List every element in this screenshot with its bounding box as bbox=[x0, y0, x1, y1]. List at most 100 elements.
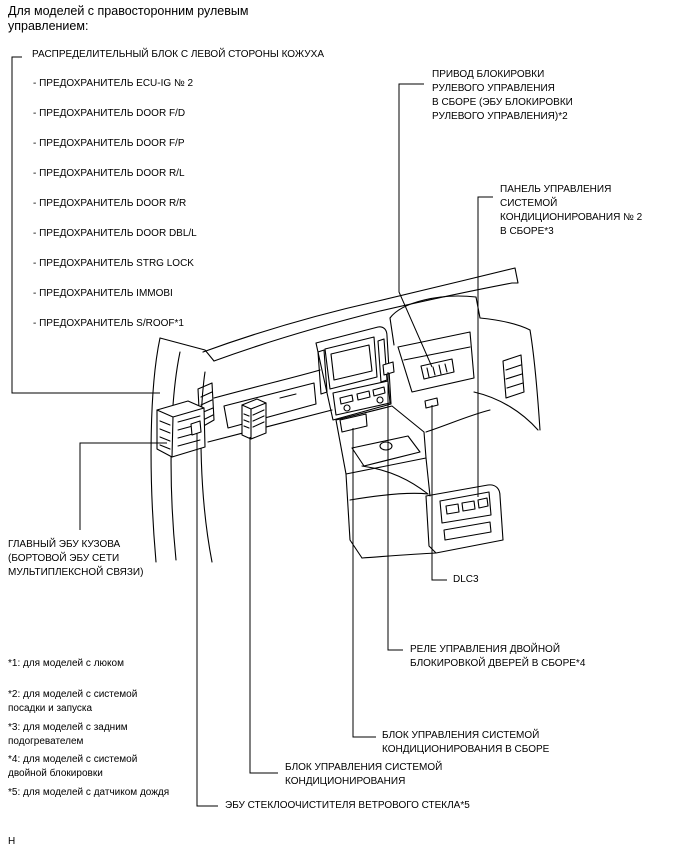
dash-face-line bbox=[213, 369, 321, 399]
leader-lines bbox=[11, 56, 493, 807]
center-right-vent bbox=[377, 338, 388, 383]
figure-code: H bbox=[8, 836, 16, 847]
ac-control-panel bbox=[332, 380, 391, 416]
ac-control-assembly-part bbox=[339, 413, 368, 433]
footnote: *4: для моделей с системой двойной блоки… bbox=[8, 753, 137, 781]
leader-line-ac-control-unit bbox=[249, 437, 278, 774]
footnote: *3: для моделей с задним подогревателем bbox=[8, 721, 128, 749]
instrument-cluster-hood bbox=[389, 295, 481, 319]
ac-unit-hatching bbox=[243, 409, 265, 429]
footnote-line: *5: для моделей с датчиком дождя bbox=[8, 787, 170, 798]
left-door-edge bbox=[200, 371, 213, 563]
dash-lower-edge-right bbox=[425, 409, 491, 433]
wiper-ecu-label: ЭБУ СТЕКЛООЧИСТИТЕЛЯ ВЕТРОВОГО СТЕКЛА*5 bbox=[225, 800, 470, 811]
right-dash-top bbox=[479, 317, 531, 331]
label-line: РУЛЕВОГО УПРАВЛЕНИЯ bbox=[432, 83, 555, 94]
console-lower-edge bbox=[361, 552, 437, 559]
junction-block-edges bbox=[156, 407, 205, 458]
main-body-ecu-label: ГЛАВНЫЙ ЭБУ КУЗОВА (БОРТОВОЙ ЭБУ СЕТИ МУ… bbox=[8, 538, 143, 580]
leader-line-junction-block bbox=[11, 56, 160, 394]
ac-knob-right bbox=[376, 396, 384, 404]
label-line: РУЛЕВОГО УПРАВЛЕНИЯ)*2 bbox=[432, 111, 568, 122]
footnote-line: *1: для моделей с люком bbox=[8, 658, 124, 669]
leader-line-steering-lock bbox=[398, 83, 433, 368]
double-lock-relay-label: РЕЛЕ УПРАВЛЕНИЯ ДВОЙНОЙ БЛОКИРОВКОЙ ДВЕР… bbox=[410, 643, 585, 671]
steering-column-line bbox=[403, 346, 471, 361]
glovebox-handle bbox=[279, 393, 297, 399]
label-line: БЛОК УПРАВЛЕНИЯ СИСТЕМОЙ bbox=[285, 762, 443, 773]
ac-control-buttons bbox=[339, 386, 386, 405]
display-screen bbox=[330, 344, 373, 381]
rear-ac-panel bbox=[439, 491, 492, 524]
left-air-vent-slats bbox=[200, 391, 214, 422]
rear-air-vent bbox=[443, 521, 492, 541]
fuse-list: - ПРЕДОХРАНИТЕЛЬ ECU-IG № 2 - ПРЕДОХРАНИ… bbox=[33, 77, 197, 347]
dash-right-end bbox=[511, 267, 519, 284]
ac-knob-left bbox=[343, 404, 351, 412]
dlc3-label: DLC3 bbox=[453, 574, 479, 585]
label-line: В СБОРЕ*3 bbox=[500, 226, 554, 237]
ac-control-assembly-label: БЛОК УПРАВЛЕНИЯ СИСТЕМОЙ КОНДИЦИОНИРОВАН… bbox=[382, 729, 549, 757]
fuse-item: - ПРЕДОХРАНИТЕЛЬ DOOR F/P bbox=[33, 138, 185, 149]
rear-ac-panel-buttons bbox=[445, 497, 489, 515]
label-line: ПРИВОД БЛОКИРОВКИ bbox=[432, 69, 545, 80]
fuse-item: - ПРЕДОХРАНИТЕЛЬ DOOR F/D bbox=[33, 108, 186, 119]
junction-block-title: РАСПРЕДЕЛИТЕЛЬНЫЙ БЛОК С ЛЕВОЙ СТОРОНЫ К… bbox=[32, 49, 324, 60]
label-line: МУЛЬТИПЛЕКСНОЙ СВЯЗИ) bbox=[8, 567, 144, 578]
page-heading: Для моделей с правосторонним рулевым упр… bbox=[8, 4, 248, 34]
center-stack bbox=[315, 326, 392, 421]
dashboard-illustration bbox=[150, 267, 541, 563]
wiper-ecu-part bbox=[190, 420, 202, 436]
instrument-hood-side bbox=[389, 317, 395, 346]
right-door-edge bbox=[529, 329, 541, 431]
footnote-line: *4: для моделей с системой bbox=[8, 754, 138, 765]
ac-unit-edges bbox=[241, 402, 267, 440]
rear-ac-panel-label: ПАНЕЛЬ УПРАВЛЕНИЯ СИСТЕМОЙ КОНДИЦИОНИРОВ… bbox=[500, 183, 642, 239]
footnote: *1: для моделей с люком bbox=[8, 657, 124, 671]
page-heading-line: Для моделей с правосторонним рулевым bbox=[8, 4, 249, 18]
dlc3-connector bbox=[424, 397, 439, 409]
console-top-edge bbox=[361, 465, 429, 495]
ac-control-unit-part bbox=[241, 398, 267, 440]
label-line: РЕЛЕ УПРАВЛЕНИЯ ДВОЙНОЙ bbox=[410, 644, 561, 655]
label-line: В СБОРЕ (ЭБУ БЛОКИРОВКИ bbox=[432, 97, 573, 108]
label-line: ПАНЕЛЬ УПРАВЛЕНИЯ bbox=[500, 184, 612, 195]
page-heading-line: управлением: bbox=[8, 19, 89, 33]
footnote-line: подогревателем bbox=[8, 736, 84, 747]
dash-lower-edge bbox=[207, 409, 333, 443]
left-pillar-outer bbox=[150, 337, 161, 563]
label-line: СИСТЕМОЙ bbox=[500, 198, 558, 209]
fuse-item: - ПРЕДОХРАНИТЕЛЬ DOOR R/R bbox=[33, 198, 187, 209]
fuse-item: - ПРЕДОХРАНИТЕЛЬ S/ROOF*1 bbox=[33, 318, 184, 329]
shift-knob bbox=[379, 441, 393, 451]
ac-unit-body bbox=[241, 398, 267, 440]
fuse-item: - ПРЕДОХРАНИТЕЛЬ DOOR DBL/L bbox=[33, 228, 197, 239]
steering-lock-hatching bbox=[426, 363, 448, 378]
windshield-base-line bbox=[202, 267, 516, 353]
glovebox bbox=[223, 382, 317, 429]
left-pillar-top bbox=[159, 337, 215, 362]
leader-line-wiper-ecu bbox=[196, 433, 218, 807]
footnote-line: *2: для моделей с системой bbox=[8, 689, 138, 700]
rear-console-box bbox=[425, 484, 504, 554]
fuse-item: - ПРЕДОХРАНИТЕЛЬ ECU-IG № 2 bbox=[33, 78, 194, 89]
footnote: *2: для моделей с системой посадки и зап… bbox=[8, 688, 137, 716]
label-line: ГЛАВНЫЙ ЭБУ КУЗОВА bbox=[8, 539, 121, 550]
instrument-panel-junction-block bbox=[156, 400, 206, 458]
label-line: КОНДИЦИОНИРОВАНИЯ В СБОРЕ bbox=[382, 744, 550, 755]
label-line: (БОРТОВОЙ ЭБУ СЕТИ bbox=[8, 553, 120, 564]
label-line: БЛОКИРОВКОЙ ДВЕРЕЙ В СБОРЕ*4 bbox=[410, 658, 586, 669]
right-air-vent bbox=[502, 354, 525, 399]
fuse-item: - ПРЕДОХРАНИТЕЛЬ STRG LOCK bbox=[33, 258, 194, 269]
label-line: КОНДИЦИОНИРОВАНИЯ № 2 bbox=[500, 212, 643, 223]
dash-top-edge bbox=[213, 282, 513, 362]
steering-lock-label: ПРИВОД БЛОКИРОВКИ РУЛЕВОГО УПРАВЛЕНИЯ В … bbox=[432, 68, 573, 124]
console-side-left bbox=[345, 473, 363, 559]
footnote-line: посадки и запуска bbox=[8, 703, 93, 714]
label-line: КОНДИЦИОНИРОВАНИЯ bbox=[285, 776, 406, 787]
components bbox=[156, 358, 455, 458]
footnote-line: *3: для моделей с задним bbox=[8, 722, 128, 733]
ac-control-unit-label: БЛОК УПРАВЛЕНИЯ СИСТЕМОЙ КОНДИЦИОНИРОВАН… bbox=[285, 761, 442, 789]
